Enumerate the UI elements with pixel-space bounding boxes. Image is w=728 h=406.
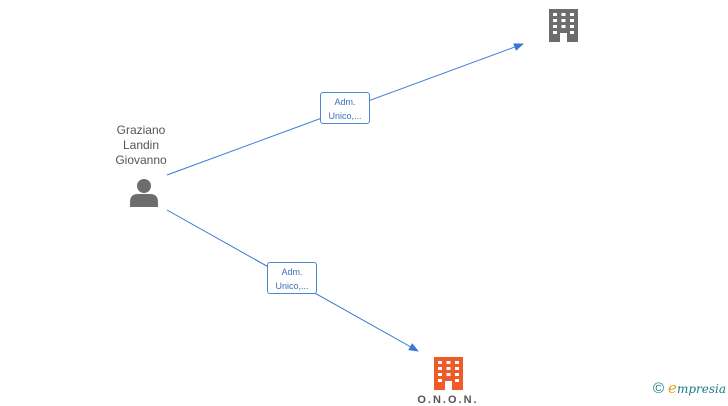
watermark: © empresia: [653, 379, 726, 397]
edge-label-top[interactable]: Adm. Unico,...: [320, 92, 370, 124]
edge-label-line: Unico,...: [275, 281, 309, 291]
building-icon[interactable]: [434, 357, 463, 390]
edge-label-line: Adm.: [334, 97, 356, 107]
person-name-line: Graziano: [116, 123, 166, 137]
building-icon[interactable]: [549, 9, 578, 42]
edge-label-bottom[interactable]: Adm. Unico,...: [267, 262, 317, 294]
brand-logo: empresia: [668, 379, 726, 397]
company-label[interactable]: O.N.O.N.: [417, 394, 479, 406]
person-name[interactable]: Graziano Landin Giovanno: [96, 123, 186, 168]
person-icon[interactable]: [130, 179, 158, 207]
edge-label-line: Adm.: [281, 267, 303, 277]
edge-label-line: Unico,...: [328, 111, 362, 121]
person-name-line: Giovanno: [115, 153, 167, 167]
person-name-line: Landin: [122, 138, 160, 152]
copyright-icon: ©: [652, 379, 665, 397]
